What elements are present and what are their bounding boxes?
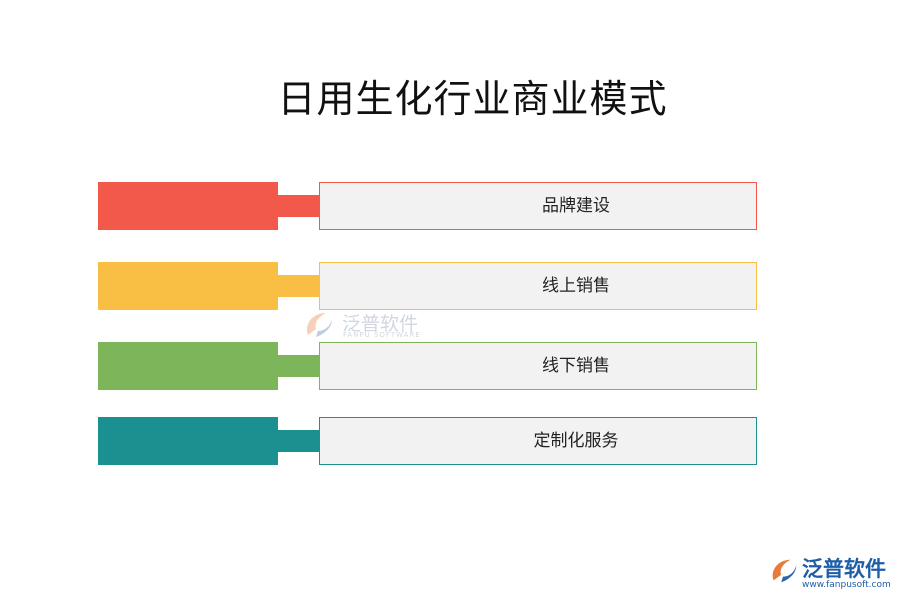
watermark-subtitle: FANPU SOFTWARE bbox=[343, 331, 421, 339]
brand-logo: 泛普软件 www.fanpusoft.com bbox=[768, 553, 893, 595]
item-label: 定制化服务 bbox=[533, 431, 619, 451]
item-box: 线上销售 bbox=[319, 262, 757, 310]
watermark-logo-icon bbox=[306, 313, 332, 337]
item-label: 品牌建设 bbox=[542, 196, 610, 216]
page-title: 日用生化行业商业模式 bbox=[277, 77, 668, 121]
color-block bbox=[98, 342, 278, 390]
item-box: 定制化服务 bbox=[319, 417, 757, 465]
logo-url: www.fanpusoft.com bbox=[802, 580, 891, 590]
item-label: 线下销售 bbox=[542, 356, 610, 376]
list-item: 线上销售 bbox=[0, 262, 900, 310]
item-box: 线下销售 bbox=[319, 342, 757, 390]
item-label: 线上销售 bbox=[542, 276, 610, 296]
color-block bbox=[98, 262, 278, 310]
watermark-name: 泛普软件 bbox=[342, 313, 419, 335]
logo-name: 泛普软件 bbox=[802, 557, 886, 581]
color-block bbox=[98, 417, 278, 465]
list-item: 品牌建设 bbox=[0, 182, 900, 230]
color-block bbox=[98, 182, 278, 230]
watermark: 泛普软件 FANPU SOFTWARE bbox=[302, 309, 442, 341]
item-box: 品牌建设 bbox=[319, 182, 757, 230]
list-item: 线下销售 bbox=[0, 342, 900, 390]
list-item: 定制化服务 bbox=[0, 417, 900, 465]
fanpu-logo-icon bbox=[772, 559, 797, 583]
